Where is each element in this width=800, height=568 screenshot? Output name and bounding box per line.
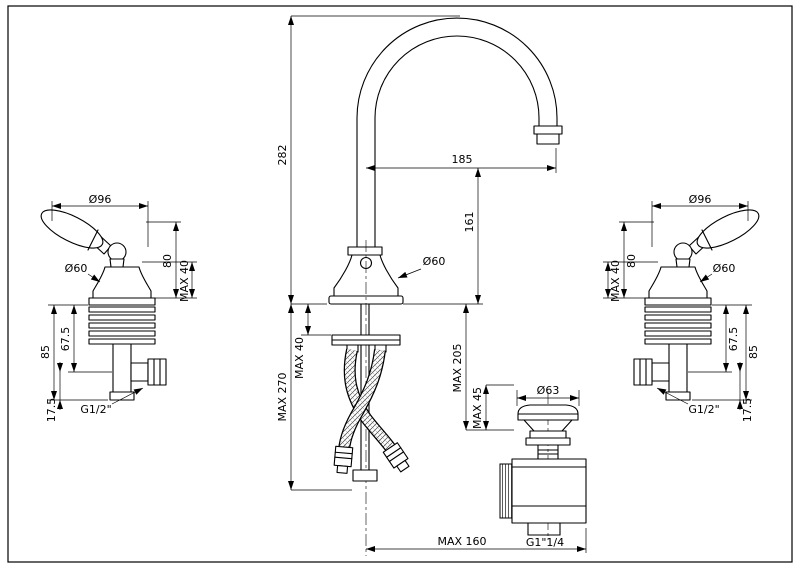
hose-nut-right [333,445,354,474]
hose-nut-left [382,442,410,473]
waste-thread-label: G1"1/4 [526,536,564,549]
right-h175-label: 17.5 [741,398,754,423]
spout-h282-label: 282 [276,145,289,166]
right-max40-label: MAX 40 [609,260,622,302]
waste-lock-nut [499,463,513,519]
right-h80-label: 80 [625,254,638,268]
left-dia96-label: Ø96 [89,193,112,206]
spout-w185-label: 185 [452,153,473,166]
spout-dia60-label: Ø60 [423,255,446,268]
spout-nozzle [533,125,563,135]
waste-max160-label: MAX 160 [437,535,486,548]
left-h80-label: 80 [161,254,174,268]
waste-drawing [499,392,587,540]
spout-max270-label: MAX 270 [276,372,289,421]
left-dia60-label: Ø60 [65,262,88,275]
right-dia96-label: Ø96 [689,193,712,206]
left-h85-label: 85 [39,345,52,359]
left-h175-label: 17.5 [45,398,58,423]
waste-cap [517,404,579,460]
rod-nut [352,469,378,482]
spout-aerator [536,133,560,145]
spout-max40-label: MAX 40 [293,337,306,379]
spout-arc [356,17,563,248]
dimension-labels: Ø96 80 MAX 40 Ø60 85 67.5 17.5 G1/2" Ø96… [39,145,760,550]
center-dimension-lines [288,15,587,553]
right-thread-label: G1/2" [688,403,719,416]
waste-dia63-label: Ø63 [537,384,560,397]
left-max40-label: MAX 40 [178,260,191,302]
spout-body [328,246,404,305]
spout-max45-label: MAX 45 [471,387,484,429]
left-h675-label: 67.5 [59,327,72,352]
hoses [333,348,410,474]
spout-drawing [328,17,563,556]
right-h675-label: 67.5 [727,327,740,352]
right-h85-label: 85 [747,345,760,359]
waste-body [499,458,587,536]
left-thread-label: G1/2" [80,403,111,416]
spout-h161-label: 161 [463,212,476,233]
right-dia60-label: Ø60 [713,262,736,275]
spout-max205-label: MAX 205 [451,343,464,392]
